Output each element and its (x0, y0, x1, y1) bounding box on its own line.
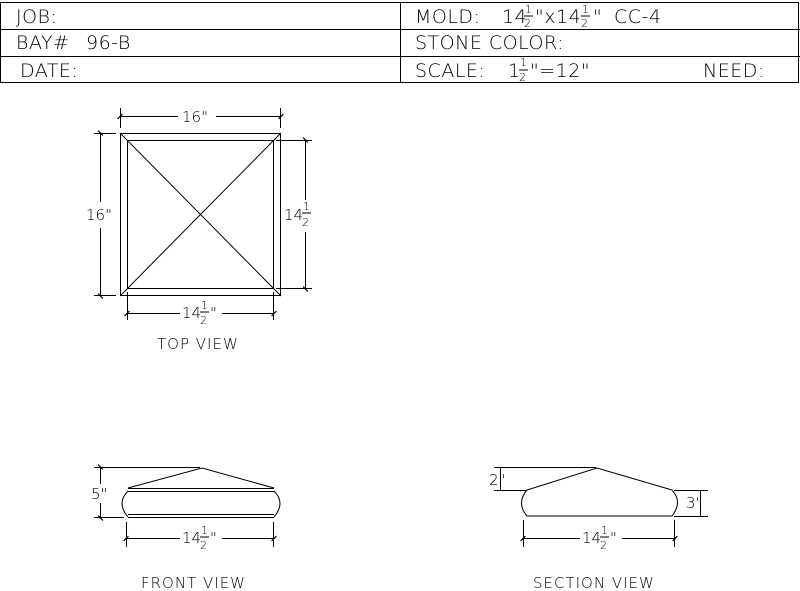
top-width-dimension: 16" (182, 108, 208, 126)
svg-text:": " (593, 6, 602, 28)
svg-text:1: 1 (201, 524, 208, 537)
svg-text:1: 1 (201, 299, 208, 312)
svg-text:1: 1 (520, 56, 527, 69)
top-view: 16" 16" 14 1 2 14 1 2 " TOP VIEW (86, 108, 312, 353)
section-view-label: SECTION VIEW (533, 574, 655, 591)
svg-text:1: 1 (525, 3, 532, 16)
svg-text:14: 14 (182, 304, 201, 322)
svg-text:2: 2 (302, 216, 309, 229)
svg-text:1: 1 (582, 3, 589, 16)
top-view-label: TOP VIEW (157, 335, 239, 353)
top-view-outer-square (120, 133, 281, 296)
top-view-inner-square (127, 140, 274, 289)
svg-text:"=12": "=12" (530, 60, 590, 82)
svg-text:": " (610, 529, 617, 547)
section-top-dimension: 2" (489, 471, 505, 489)
job-label: JOB: (16, 6, 57, 28)
need-label: NEED: (703, 60, 765, 82)
front-view-label: FRONT VIEW (141, 574, 246, 591)
stone-color-label: STONE COLOR: (415, 32, 564, 54)
svg-text:1: 1 (601, 524, 608, 537)
svg-text:14: 14 (502, 6, 527, 28)
front-view-left-bullnose (121, 490, 129, 518)
front-width-dimension: 14 1 2 " (182, 524, 217, 552)
front-height-dimension: 5" (91, 485, 107, 503)
mold-code: CC-4 (614, 6, 661, 28)
top-view-hip-line (119, 132, 282, 297)
svg-text:14: 14 (284, 206, 303, 224)
mold-label: MOLD: (415, 6, 480, 28)
svg-text:2: 2 (524, 17, 531, 30)
svg-text:2: 2 (600, 539, 607, 552)
svg-text:2: 2 (200, 314, 207, 327)
bay-value: 96-B (86, 32, 131, 54)
svg-text:14: 14 (182, 529, 201, 547)
svg-text:1: 1 (303, 200, 310, 213)
svg-text:2: 2 (519, 71, 526, 84)
front-view-pyramid (127, 467, 275, 489)
svg-text:2: 2 (200, 539, 207, 552)
section-width-dimension: 14 1 2 " (582, 524, 617, 552)
top-inner-height-dimension: 14 1 2 (284, 200, 311, 229)
bay-label: BAY# (16, 32, 70, 54)
mold-value: 14 1 2 "x14 1 2 " (502, 3, 602, 30)
top-inner-width-dimension: 14 1 2 " (182, 299, 217, 327)
svg-text:": " (210, 529, 217, 547)
front-view-right-bullnose (273, 490, 281, 518)
section-side-dimension: 3" (686, 494, 702, 512)
svg-text:2: 2 (581, 17, 588, 30)
scale-label: SCALE: (415, 60, 485, 82)
title-block: JOB: BAY# 96-B DATE: MOLD: 14 1 2 "x14 1… (0, 2, 800, 84)
title-block-border (0, 2, 799, 83)
svg-text:14: 14 (582, 529, 601, 547)
svg-text:": " (210, 304, 217, 322)
svg-text:"x14: "x14 (535, 6, 581, 28)
section-view: 2" 3" 14 1 2 " SECTION VIEW (489, 467, 708, 591)
date-label: DATE: (20, 60, 78, 82)
top-height-dimension: 16" (86, 206, 112, 224)
svg-text:1: 1 (508, 60, 521, 82)
section-view-profile (521, 467, 678, 517)
scale-value: 1 1 2 "=12" (508, 56, 590, 84)
front-view: 5" 14 1 2 " FRONT VIEW (91, 464, 281, 591)
